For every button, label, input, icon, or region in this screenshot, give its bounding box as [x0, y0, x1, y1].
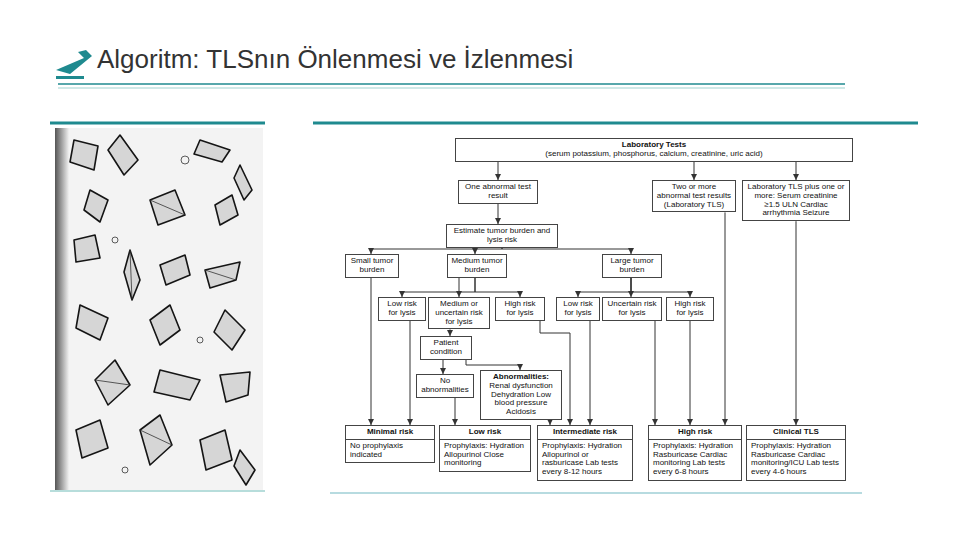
box-text: Prophylaxis: Hydration Allopurinol or ra…: [538, 440, 632, 480]
process-box: Medium tumor burden: [447, 254, 507, 278]
flow-arrow: [796, 221, 797, 425]
panel-rule: [313, 122, 918, 125]
box-heading: Abnormalities:: [484, 373, 558, 382]
flow-arrow: [466, 360, 520, 370]
process-box: Abnormalities:Renal dysfunction Dehydrat…: [480, 370, 562, 420]
process-box: Patient condition: [420, 336, 472, 360]
process-box: Laboratory Tests(serum potassium, phosph…: [455, 138, 853, 162]
panel-rule: [330, 492, 862, 494]
flow-arrow: [655, 321, 656, 425]
box-text: Estimate tumor burden and lysis risk: [450, 227, 554, 245]
title-underline: [58, 88, 845, 89]
flow-arrow: [796, 162, 797, 180]
box-text: Small tumor burden: [349, 257, 395, 275]
box-text: Low risk for lysis: [560, 300, 596, 318]
box-text: Medium or uncertain risk for lysis: [432, 300, 486, 326]
process-box: No abnormalities: [416, 374, 474, 398]
box-text: Large tumor burden: [606, 257, 658, 275]
flow-arrow: [498, 204, 499, 224]
process-box: Small tumor burden: [345, 254, 399, 278]
process-box: One abnormal test result: [458, 180, 538, 204]
flow-arrow: [631, 278, 690, 297]
process-box: Two or more abnormal test results (Labor…: [652, 180, 736, 212]
risk-result-box: Intermediate riskProphylaxis: Hydration …: [537, 425, 633, 481]
flow-arrow: [410, 321, 411, 425]
box-text: Medium tumor burden: [451, 257, 503, 275]
panel-rule: [50, 490, 265, 492]
title-icon-base: [56, 76, 84, 79]
process-box: High risk for lysis: [666, 297, 714, 321]
slide-title: Algoritm: TLSnın Önlenmesi ve İzlenmesi: [97, 44, 573, 75]
flow-arrow: [498, 162, 499, 180]
box-heading: Laboratory Tests: [459, 141, 849, 150]
risk-result-box: Low riskProphylaxis: Hydration Allopurin…: [439, 425, 531, 472]
box-text: Renal dysfunction Dehydration Low blood …: [484, 382, 558, 417]
process-box: Laboratory TLS plus one or more: Serum c…: [742, 180, 850, 221]
process-box: Uncertain risk for lysis: [602, 297, 662, 321]
process-box: Low risk for lysis: [378, 297, 426, 321]
flow-arrow: [725, 212, 726, 425]
box-heading: Clinical TLS: [747, 426, 845, 440]
box-text: High risk for lysis: [499, 300, 541, 318]
box-text: Two or more abnormal test results (Labor…: [656, 183, 732, 209]
flow-arrow: [450, 329, 451, 336]
process-box: Estimate tumor burden and lysis risk: [446, 224, 558, 248]
flow-arrow: [590, 321, 591, 425]
risk-result-box: Minimal riskNo prophylaxis indicated: [345, 425, 435, 463]
flow-arrow: [402, 278, 475, 297]
box-heading: Intermediate risk: [538, 426, 632, 440]
box-text: Patient condition: [424, 339, 468, 357]
flow-arrow: [455, 398, 456, 425]
box-heading: Low risk: [440, 426, 530, 440]
flow-arrow: [459, 278, 460, 297]
box-text: One abnormal test result: [462, 183, 534, 201]
box-text: Prophylaxis: Hydration Rasburicase Cardi…: [649, 440, 741, 480]
crystal-micrograph: [55, 128, 263, 490]
box-text: (serum potassium, phosphorus, calcium, c…: [459, 150, 849, 159]
risk-result-box: High riskProphylaxis: Hydration Rasburic…: [648, 425, 742, 481]
box-text: Prophylaxis: Hydration Allopurinol Close…: [440, 440, 530, 471]
flow-arrow: [371, 278, 372, 425]
box-heading: High risk: [649, 426, 741, 440]
title-icon: [56, 50, 92, 74]
flow-arrow: [690, 321, 691, 425]
process-box: Medium or uncertain risk for lysis: [428, 297, 490, 329]
box-text: Laboratory TLS plus one or more: Serum c…: [746, 183, 846, 218]
process-box: Large tumor burden: [602, 254, 662, 278]
box-text: No prophylaxis indicated: [346, 440, 434, 463]
flow-arrow: [475, 278, 520, 297]
title-underline: [58, 83, 845, 85]
flow-arrow: [694, 162, 695, 180]
box-text: High risk for lysis: [670, 300, 710, 318]
flow-arrow: [443, 360, 444, 374]
box-text: Low risk for lysis: [382, 300, 422, 318]
flow-arrow: [578, 278, 631, 297]
box-heading: Minimal risk: [346, 426, 434, 440]
process-box: High risk for lysis: [495, 297, 545, 321]
risk-result-box: Clinical TLSProphylaxis: Hydration Rasbu…: [746, 425, 846, 481]
panel-rule: [50, 122, 265, 125]
process-box: Low risk for lysis: [556, 297, 600, 321]
box-text: Uncertain risk for lysis: [606, 300, 658, 318]
box-text: Prophylaxis: Hydration Rasburicase Cardi…: [747, 440, 845, 480]
box-text: No abnormalities: [420, 377, 470, 395]
